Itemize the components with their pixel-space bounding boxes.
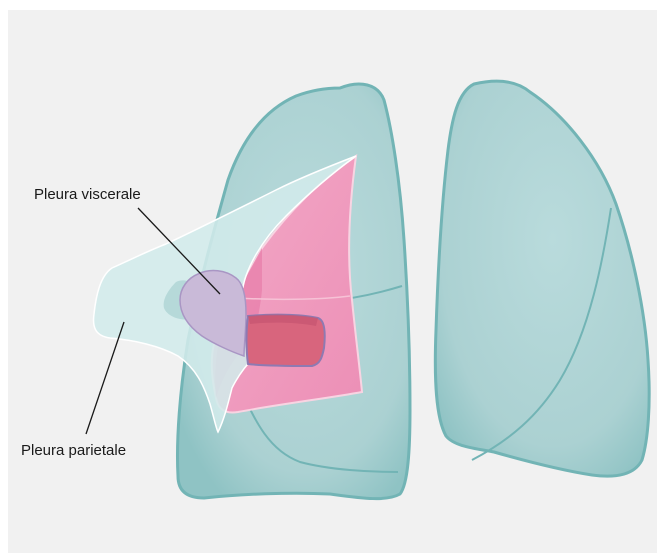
right-lung-outline — [435, 81, 649, 476]
label-visceral-pleura: Pleura viscerale — [34, 187, 141, 202]
label-parietal-pleura: Pleura parietale — [21, 443, 126, 458]
right-lung — [435, 81, 649, 476]
parietal-leader-line — [86, 322, 124, 434]
